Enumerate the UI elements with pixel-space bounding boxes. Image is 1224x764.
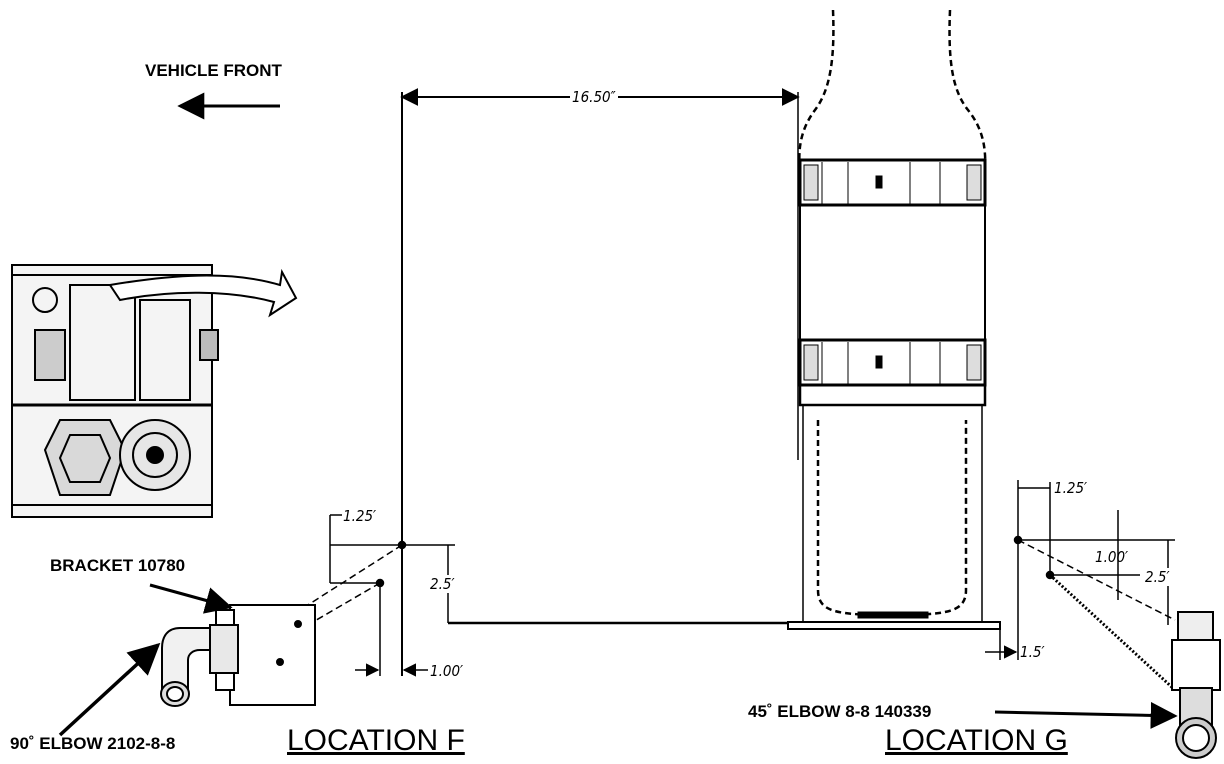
vehicle-front-label: VEHICLE FRONT	[145, 61, 282, 80]
elbow45-leader-arrow	[994, 701, 1178, 729]
engine-cutaway-illustration	[11, 264, 298, 518]
bracket-label: BRACKET 10780	[50, 556, 186, 575]
filter-housing	[787, 9, 1001, 630]
g-offset-bottom-text: 1.5′	[1020, 643, 1045, 661]
f-offset-top-text: 1.25′	[343, 507, 377, 525]
elbow45-label: 45˚ ELBOW 8-8 140339	[748, 702, 932, 721]
bracket-leader-arrow	[149, 583, 233, 614]
location-f-title: LOCATION F	[287, 724, 465, 757]
45-elbow-fitting	[1171, 611, 1221, 759]
f-offset-bottom-text: 1.00′	[430, 662, 464, 680]
f-height-text: 2.5′	[430, 575, 455, 593]
g-offset-top-text: 1.25′	[1054, 479, 1088, 497]
bracket-and-90-elbow	[160, 604, 316, 707]
span-dimension-text: 16.50″	[570, 88, 618, 106]
g-drop-text: 1.00′	[1095, 548, 1129, 566]
location-g-title: LOCATION G	[885, 724, 1068, 757]
location-g-dimensions	[985, 480, 1177, 692]
g-height-text: 2.5′	[1145, 568, 1170, 586]
elbow90-label: 90˚ ELBOW 2102-8-8	[10, 734, 176, 753]
elbow90-leader-arrow	[58, 642, 161, 737]
